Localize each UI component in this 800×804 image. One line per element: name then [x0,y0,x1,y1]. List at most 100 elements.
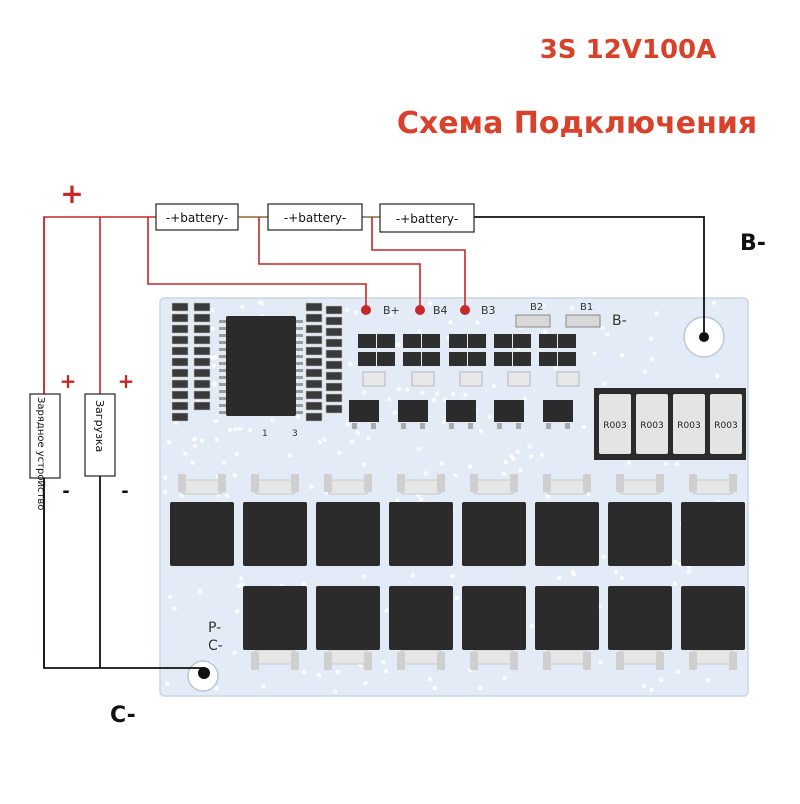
board-speckle-dot [396,386,402,392]
mosfet [462,502,526,566]
board-speckle-dot [518,468,523,473]
balance-resistor [449,352,467,366]
board-speckle-dot [541,302,546,308]
balance-resistor [403,334,421,348]
board-speckle-dot [642,369,648,374]
sense-resistor [673,394,705,454]
board-speckle-dot [332,689,338,694]
board-speckle-dot [427,676,433,682]
board-speckle-dot [439,461,444,466]
mosfet-leg [616,652,624,670]
small-transistor [446,400,476,422]
board-speckle-dot [383,668,389,674]
board-speckle-dot [463,392,468,398]
smd-passive [193,379,211,389]
board-speckle-dot [477,685,483,691]
mosfet-tab [471,479,517,495]
board-speckle-dot [675,669,680,674]
ic-pin [219,334,226,337]
mosfet-leg [218,474,226,492]
smd-passive [325,382,343,392]
board-speckle-dot [197,589,203,594]
board-speckle-dot [395,498,400,504]
board-speckle-dot [515,449,520,455]
board-speckle-dot [239,576,244,581]
board-speckle-dot [483,309,488,314]
transistor-leg [371,423,376,429]
smd-passive [305,335,323,345]
smd-passive [193,324,211,334]
board-speckle-dot [598,660,603,665]
board-speckle-dot [626,460,632,465]
mosfet-tab [544,649,590,665]
balance-resistor [513,334,531,348]
ic-pin [219,341,226,344]
board-speckle-dot [199,438,205,443]
board-speckle-dot [388,312,393,317]
balance-resistor [539,352,557,366]
load-minus-label: - [121,481,128,502]
smd-cap [507,371,531,387]
board-speckle-dot [227,427,233,433]
board-speckle-dot [487,415,492,420]
board-speckle-dot [210,326,216,331]
ic-mark-3: 3 [292,429,298,439]
board-speckle-dot [224,493,230,498]
smd-passive [305,324,323,334]
smd-passive [325,327,343,337]
balance-resistor [494,352,512,366]
charger-plus-label: + [60,369,77,393]
balance-resistor [468,352,486,366]
smd-passive [171,401,189,411]
board-speckle-dot [542,329,548,335]
board-speckle-dot [417,329,422,334]
board-speckle-dot [345,422,350,427]
small-transistor [349,400,379,422]
board-speckle-dot [592,351,597,356]
smd-passive [171,379,189,389]
board-speckle-dot [418,497,424,502]
smd-passive [171,335,189,345]
smd-passive [193,357,211,367]
sense-resistors: R003 R003 R003 R003 [599,394,742,454]
board-speckle-dot [529,454,534,459]
balance-resistor [422,352,440,366]
ic-pin [219,404,226,407]
board-speckle-dot [475,320,480,325]
board-speckle-dot [410,573,416,578]
board-speckle-dot [431,397,436,403]
mosfet-leg [656,652,664,670]
mosfet [243,502,307,566]
battery-3-box [379,203,475,233]
smd-passive [305,357,323,367]
mosfet-leg [251,652,259,670]
board-speckle-dot [601,554,606,559]
battery-1-box [155,203,239,231]
battery-1: -+battery- [155,203,239,231]
board-speckle-dot [362,390,367,395]
board-speckle-dot [502,676,508,681]
board-speckle-dot [162,489,168,495]
mosfet-tab [617,479,663,495]
wiring: -+battery- -+battery- -+battery- Зарядно… [29,177,766,728]
b-minus-terminal [699,332,709,342]
board-speckle-dot [335,669,340,675]
label-c-minus-board: C- [208,638,223,654]
mosfet-leg [437,652,445,670]
ic-pin [296,334,303,337]
board-speckle-dot [301,581,306,586]
c-minus-terminal [198,667,210,679]
smd-passive [193,335,211,345]
smd-passive [193,368,211,378]
mosfet-tab [179,479,225,495]
battery-2: -+battery- [267,203,363,231]
mosfet-row-bottom [243,586,745,670]
board-speckle-dot [259,300,264,306]
balance-resistor [539,334,557,348]
balance-resistors [358,334,576,366]
plus-main-label: + [60,177,83,210]
board-speckle-dot [686,569,691,574]
sense-resistor-code: R003 [640,421,663,431]
ic-pin [219,397,226,400]
